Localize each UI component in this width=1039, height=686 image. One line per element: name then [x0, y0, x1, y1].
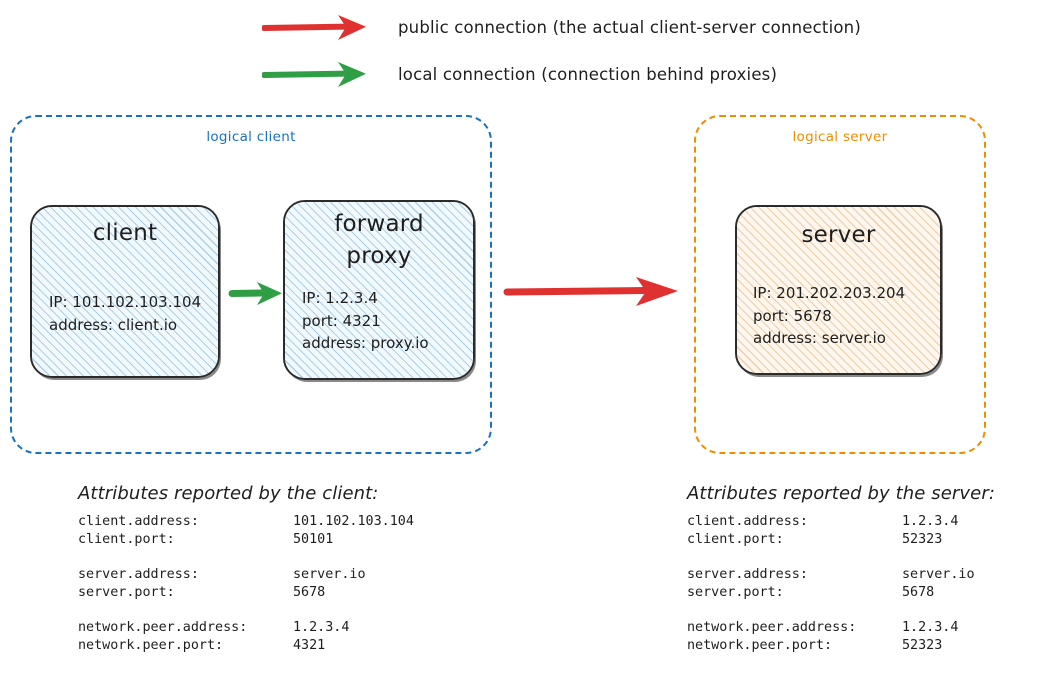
legend-item-local-connection: local connection (connection behind prox… [262, 57, 777, 91]
server-node-detail-ip: IP: 201.202.203.204 [753, 284, 906, 302]
server-node-hatch-fill [737, 207, 940, 373]
forward-proxy-node-detail-address: address: proxy.io [302, 334, 429, 352]
logical-server-group: logical server [694, 115, 986, 454]
client-attributes-group: client.address: 101.102.103.104 client.p… [78, 513, 414, 549]
attribute-row: client.address: 1.2.3.4 [687, 513, 995, 531]
client-attributes-group: server.address: server.io server.port: 5… [78, 566, 414, 602]
server-attributes-group: server.address: server.io server.port: 5… [687, 566, 995, 602]
attribute-value: 4321 [293, 638, 326, 653]
attribute-value: 1.2.3.4 [902, 514, 959, 529]
attribute-key: client.port: [78, 532, 175, 547]
server-attributes-group: client.address: 1.2.3.4 client.port: 523… [687, 513, 995, 549]
logical-server-label: logical server [792, 129, 888, 145]
node-forward-proxy[interactable]: forward proxy IP: 1.2.3.4 port: 4321 add… [283, 200, 475, 380]
forward-proxy-node-hatch-fill [285, 202, 473, 378]
attribute-row: server.address: server.io [78, 566, 414, 584]
attribute-value: 5678 [293, 585, 326, 600]
server-attributes-rows: client.address: 1.2.3.4 client.port: 523… [687, 513, 995, 655]
attribute-value: server.io [293, 567, 366, 582]
client-node-detail-address: address: client.io [49, 315, 178, 334]
green-arrow-icon [262, 62, 366, 87]
server-node-detail-address: address: server.io [753, 329, 886, 347]
attribute-value: 50101 [293, 532, 334, 547]
server-attributes-block: Attributes reported by the server: clien… [687, 483, 995, 655]
attribute-key: client.port: [687, 532, 784, 547]
forward-proxy-node-title-line2: proxy [346, 243, 412, 269]
red-public-connection-arrow [503, 277, 678, 306]
client-attributes-block: Attributes reported by the client: clien… [78, 483, 414, 655]
attribute-row: network.peer.address: 1.2.3.4 [687, 619, 995, 637]
client-node-hatch-fill [32, 207, 218, 376]
attribute-key: client.address: [78, 514, 199, 529]
forward-proxy-node-details: IP: 1.2.3.4 port: 4321 address: proxy.io [302, 287, 429, 355]
attribute-row: server.port: 5678 [687, 584, 995, 602]
red-arrow-icon [262, 15, 366, 40]
attribute-key: network.peer.address: [687, 620, 857, 635]
client-attributes-group: network.peer.address: 1.2.3.4 network.pe… [78, 619, 414, 655]
attribute-key: network.peer.port: [687, 638, 833, 653]
attribute-value: 52323 [902, 638, 943, 653]
attribute-value: 101.102.103.104 [293, 514, 414, 529]
client-node-detail-ip: IP: 101.102.103.104 [49, 293, 202, 311]
server-attributes-group: network.peer.address: 1.2.3.4 network.pe… [687, 619, 995, 655]
server-node-title: server [801, 222, 876, 248]
attribute-value: 1.2.3.4 [902, 620, 959, 635]
forward-proxy-node-detail-ip: IP: 1.2.3.4 [302, 289, 378, 307]
server-node-details: IP: 201.202.203.204 port: 5678 address: … [753, 282, 905, 350]
attribute-key: server.port: [78, 585, 175, 600]
server-attributes-heading: Attributes reported by the server: [687, 483, 995, 504]
attribute-row: server.port: 5678 [78, 584, 414, 602]
legend-label-local-connection: local connection (connection behind prox… [398, 64, 778, 84]
client-node-details: IP: 101.102.103.104 address: client.io [49, 291, 201, 336]
attribute-key: server.port: [687, 585, 784, 600]
node-server[interactable]: server IP: 201.202.203.204 port: 5678 ad… [735, 205, 942, 375]
client-node-title: client [92, 220, 158, 246]
attribute-row: client.port: 50101 [78, 531, 414, 549]
attribute-value: 1.2.3.4 [293, 620, 350, 635]
attribute-row: client.address: 101.102.103.104 [78, 513, 414, 531]
forward-proxy-node-title-line1: forward [334, 211, 424, 237]
client-attributes-heading: Attributes reported by the client: [78, 483, 379, 504]
server-node-detail-port: port: 5678 [753, 306, 832, 325]
attribute-key: server.address: [78, 567, 199, 582]
attribute-row: network.peer.port: 52323 [687, 637, 995, 655]
attribute-row: network.peer.port: 4321 [78, 637, 414, 655]
attribute-row: client.port: 52323 [687, 531, 995, 549]
logical-client-label: logical client [206, 129, 296, 145]
attribute-value: 5678 [902, 585, 935, 600]
legend-label-public-connection: public connection (the actual client-ser… [398, 17, 861, 37]
attribute-row: server.address: server.io [687, 566, 995, 584]
attribute-key: server.address: [687, 567, 808, 582]
attribute-value: 52323 [902, 532, 943, 547]
attribute-key: network.peer.address: [78, 620, 248, 635]
attribute-row: network.peer.address: 1.2.3.4 [78, 619, 414, 637]
attribute-key: client.address: [687, 514, 808, 529]
legend-item-public-connection: public connection (the actual client-ser… [262, 10, 861, 44]
client-attributes-rows: client.address: 101.102.103.104 client.p… [78, 513, 414, 655]
attribute-value: server.io [902, 567, 975, 582]
attribute-key: network.peer.port: [78, 638, 224, 653]
forward-proxy-node-detail-port: port: 4321 [302, 311, 381, 330]
logical-client-group: logical client [10, 115, 492, 454]
node-client[interactable]: client IP: 101.102.103.104 address: clie… [30, 205, 220, 378]
